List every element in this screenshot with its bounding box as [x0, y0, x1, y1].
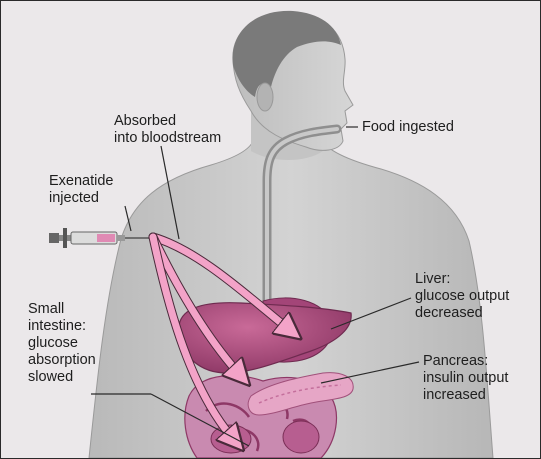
label-absorbed: Absorbed into bloodstream: [114, 113, 221, 147]
label-exenatide: Exenatide injected: [49, 173, 114, 207]
ear: [257, 83, 273, 111]
label-small-intestine: Small intestine: glucose absorption slow…: [28, 301, 96, 386]
label-liver: Liver: glucose output decreased: [415, 271, 509, 322]
label-pancreas: Pancreas: insulin output increased: [423, 353, 508, 404]
label-food-ingested: Food ingested: [362, 119, 454, 136]
